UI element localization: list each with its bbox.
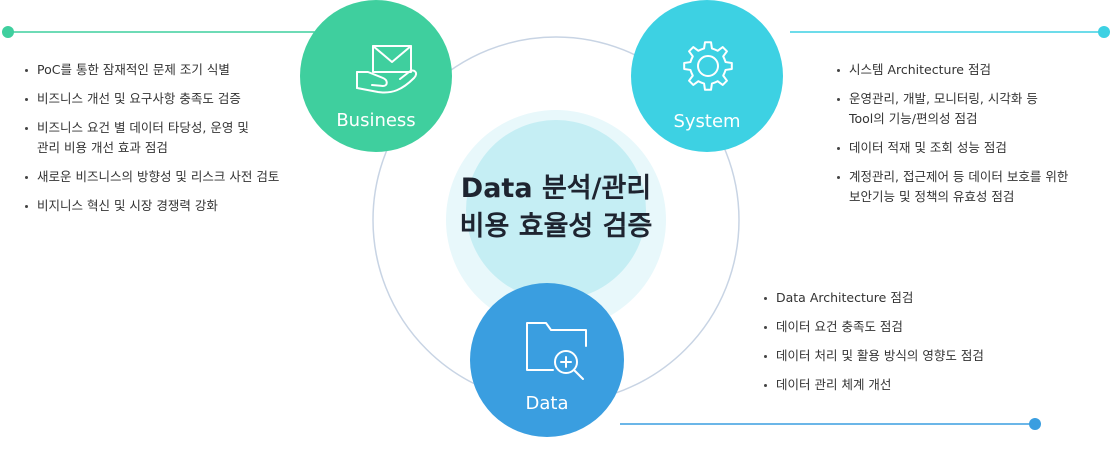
business-label: Business <box>336 110 416 131</box>
data-item: 데이터 요건 충족도 점검 <box>764 317 1064 337</box>
system-item: 시스템 Architecture 점검 <box>837 60 1107 80</box>
business-item: 비즈니스 요건 별 데이터 타당성, 운영 및 관리 비용 개선 효과 점검 <box>25 118 315 158</box>
center-title: Data 분석/관리 비용 효율성 검증 <box>430 170 682 246</box>
business-item: 새로운 비즈니스의 방향성 및 리스크 사전 검토 <box>25 167 315 187</box>
data-list: Data Architecture 점검 데이터 요건 충족도 점검 데이터 처… <box>764 288 1064 404</box>
center-title-line2: 비용 효율성 검증 <box>459 211 653 242</box>
folder-search-icon <box>526 322 587 380</box>
system-item: 운영관리, 개발, 모니터링, 시각화 등 Tool의 기능/편의성 점검 <box>837 89 1107 129</box>
business-list: PoC를 통한 잠재적인 문제 조기 식별 비즈니스 개선 및 요구사항 충족도… <box>25 60 315 225</box>
data-label: Data <box>525 393 569 414</box>
system-item: 계정관리, 접근제어 등 데이터 보호를 위한 보안기능 및 정책의 유효성 점… <box>837 167 1107 207</box>
data-connector-dot <box>1029 418 1041 430</box>
envelope-hand-icon <box>356 45 418 94</box>
data-circle <box>470 283 624 437</box>
system-connector-dot <box>1098 26 1110 38</box>
data-item: 데이터 처리 및 활용 방식의 영향도 점검 <box>764 346 1064 366</box>
business-item: 비지니스 혁신 및 시장 경쟁력 강화 <box>25 196 315 216</box>
system-item: 데이터 적재 및 조회 성능 점검 <box>837 138 1107 158</box>
data-item: Data Architecture 점검 <box>764 288 1064 308</box>
data-item: 데이터 관리 체계 개선 <box>764 375 1064 395</box>
center-title-line1: Data 분석/관리 <box>460 173 652 204</box>
center-core <box>466 120 646 300</box>
business-connector-dot <box>2 26 14 38</box>
system-label: System <box>673 111 741 132</box>
business-item: PoC를 통한 잠재적인 문제 조기 식별 <box>25 60 315 80</box>
gear-icon <box>683 41 733 91</box>
system-list: 시스템 Architecture 점검 운영관리, 개발, 모니터링, 시각화 … <box>837 60 1107 216</box>
business-item: 비즈니스 개선 및 요구사항 충족도 검증 <box>25 89 315 109</box>
